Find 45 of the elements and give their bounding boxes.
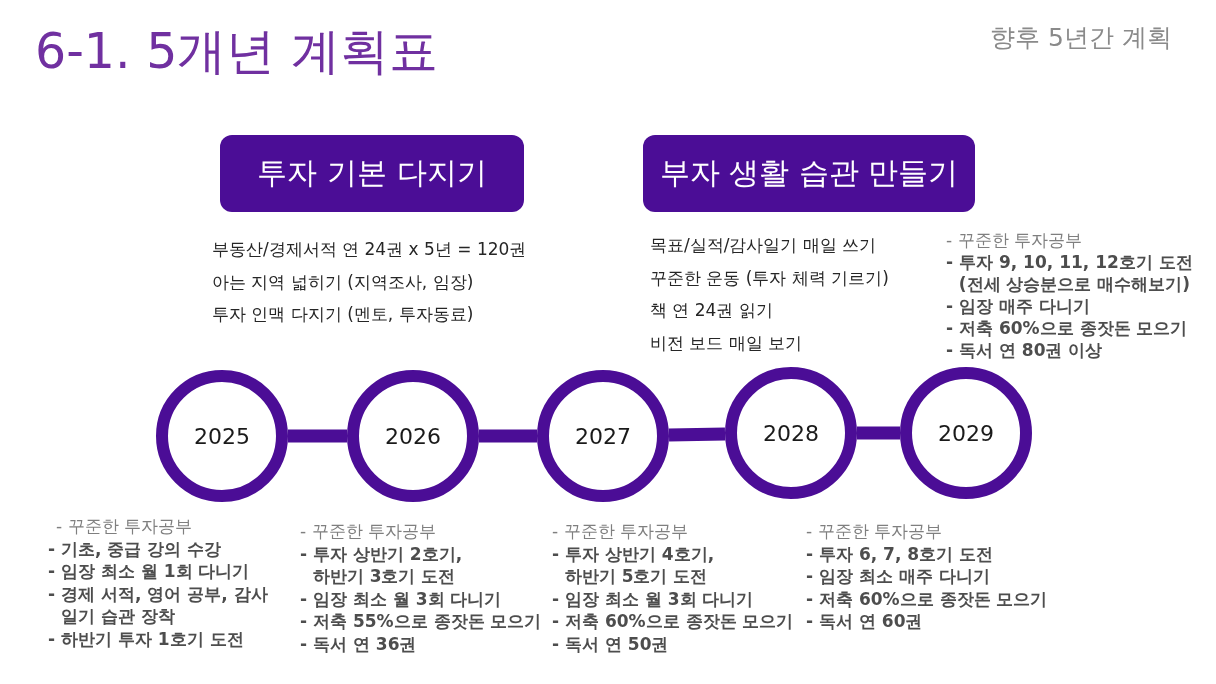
- list-item: - 독서 연 36권: [300, 632, 417, 656]
- list-item: - 꾸준한 투자공부: [946, 229, 1082, 251]
- list-item: - 투자 상반기 2호기, 하반기 3호기 도전: [300, 542, 464, 588]
- list-item: - 독서 연 60권: [806, 610, 923, 633]
- list-item: - 투자 상반기 4호기, 하반기 5호기 도전: [552, 542, 716, 588]
- list-item: - 임장 최소 월 1회 다니기: [48, 560, 250, 583]
- year-circle: 2025: [156, 370, 288, 502]
- list-item: 아는 지역 넓히기 (지역조사, 임장): [212, 270, 474, 294]
- list-item: - 임장 최소 월 3회 다니기: [552, 587, 754, 611]
- list-item: - 임장 매주 다니기: [946, 295, 1090, 317]
- heading-box: 투자 기본 다지기: [220, 135, 524, 212]
- list-item: - 기초, 중급 강의 수강: [48, 537, 222, 561]
- connector-line: [857, 426, 900, 440]
- list-item: - 임장 최소 월 3회 다니기: [300, 587, 502, 611]
- list-item: 비전 보드 매일 보기: [650, 331, 803, 355]
- list-item: - 하반기 투자 1호기 도전: [48, 627, 244, 651]
- connector-line: [479, 429, 537, 443]
- year-circle: 2029: [900, 367, 1032, 499]
- list-item: - 저축 60%으로 종잣돈 모으기: [552, 610, 794, 633]
- list-item: - 경제 서적, 영어 공부, 감사 일기 습관 장착: [48, 582, 269, 628]
- list-item: - 꾸준한 투자공부: [56, 515, 192, 538]
- list-item: 꾸준한 운동 (투자 체력 기르기): [650, 266, 889, 290]
- list-item: - 저축 55%으로 종잣돈 모으기: [300, 610, 542, 633]
- list-item: - 꾸준한 투자공부: [806, 520, 942, 543]
- heading-box: 부자 생활 습관 만들기: [643, 135, 975, 212]
- list-item: - 꾸준한 투자공부: [552, 520, 688, 543]
- list-item: - 독서 연 80권 이상: [946, 339, 1103, 361]
- subtitle-text: 향후 5년간 계획: [990, 22, 1172, 54]
- list-item: 책 연 24권 읽기: [650, 299, 773, 322]
- list-item: - 저축 60%으로 종잣돈 모으기: [806, 587, 1048, 611]
- list-item: - 투자 6, 7, 8호기 도전: [806, 542, 994, 566]
- year-circle: 2028: [725, 367, 857, 499]
- connector-line: [288, 429, 347, 443]
- connector-line: [668, 427, 726, 442]
- list-item: 투자 인맥 다지기 (멘토, 투자동료): [212, 303, 474, 326]
- list-item: - 꾸준한 투자공부: [300, 520, 436, 543]
- page-title: 6-1. 5개년 계획표: [35, 22, 438, 82]
- list-item: 부동산/경제서적 연 24권 x 5년 = 120권: [212, 238, 527, 261]
- year-circle: 2026: [347, 370, 479, 502]
- list-item: - 투자 9, 10, 11, 12호기 도전 (전세 상승분으로 매수해보기): [946, 251, 1194, 295]
- list-item: - 저축 60%으로 종잣돈 모으기: [946, 317, 1188, 339]
- list-item: 목표/실적/감사일기 매일 쓰기: [650, 234, 877, 257]
- list-item: - 독서 연 50권: [552, 632, 669, 656]
- year-circle: 2027: [537, 370, 669, 502]
- list-item: - 임장 최소 매주 다니기: [806, 565, 990, 588]
